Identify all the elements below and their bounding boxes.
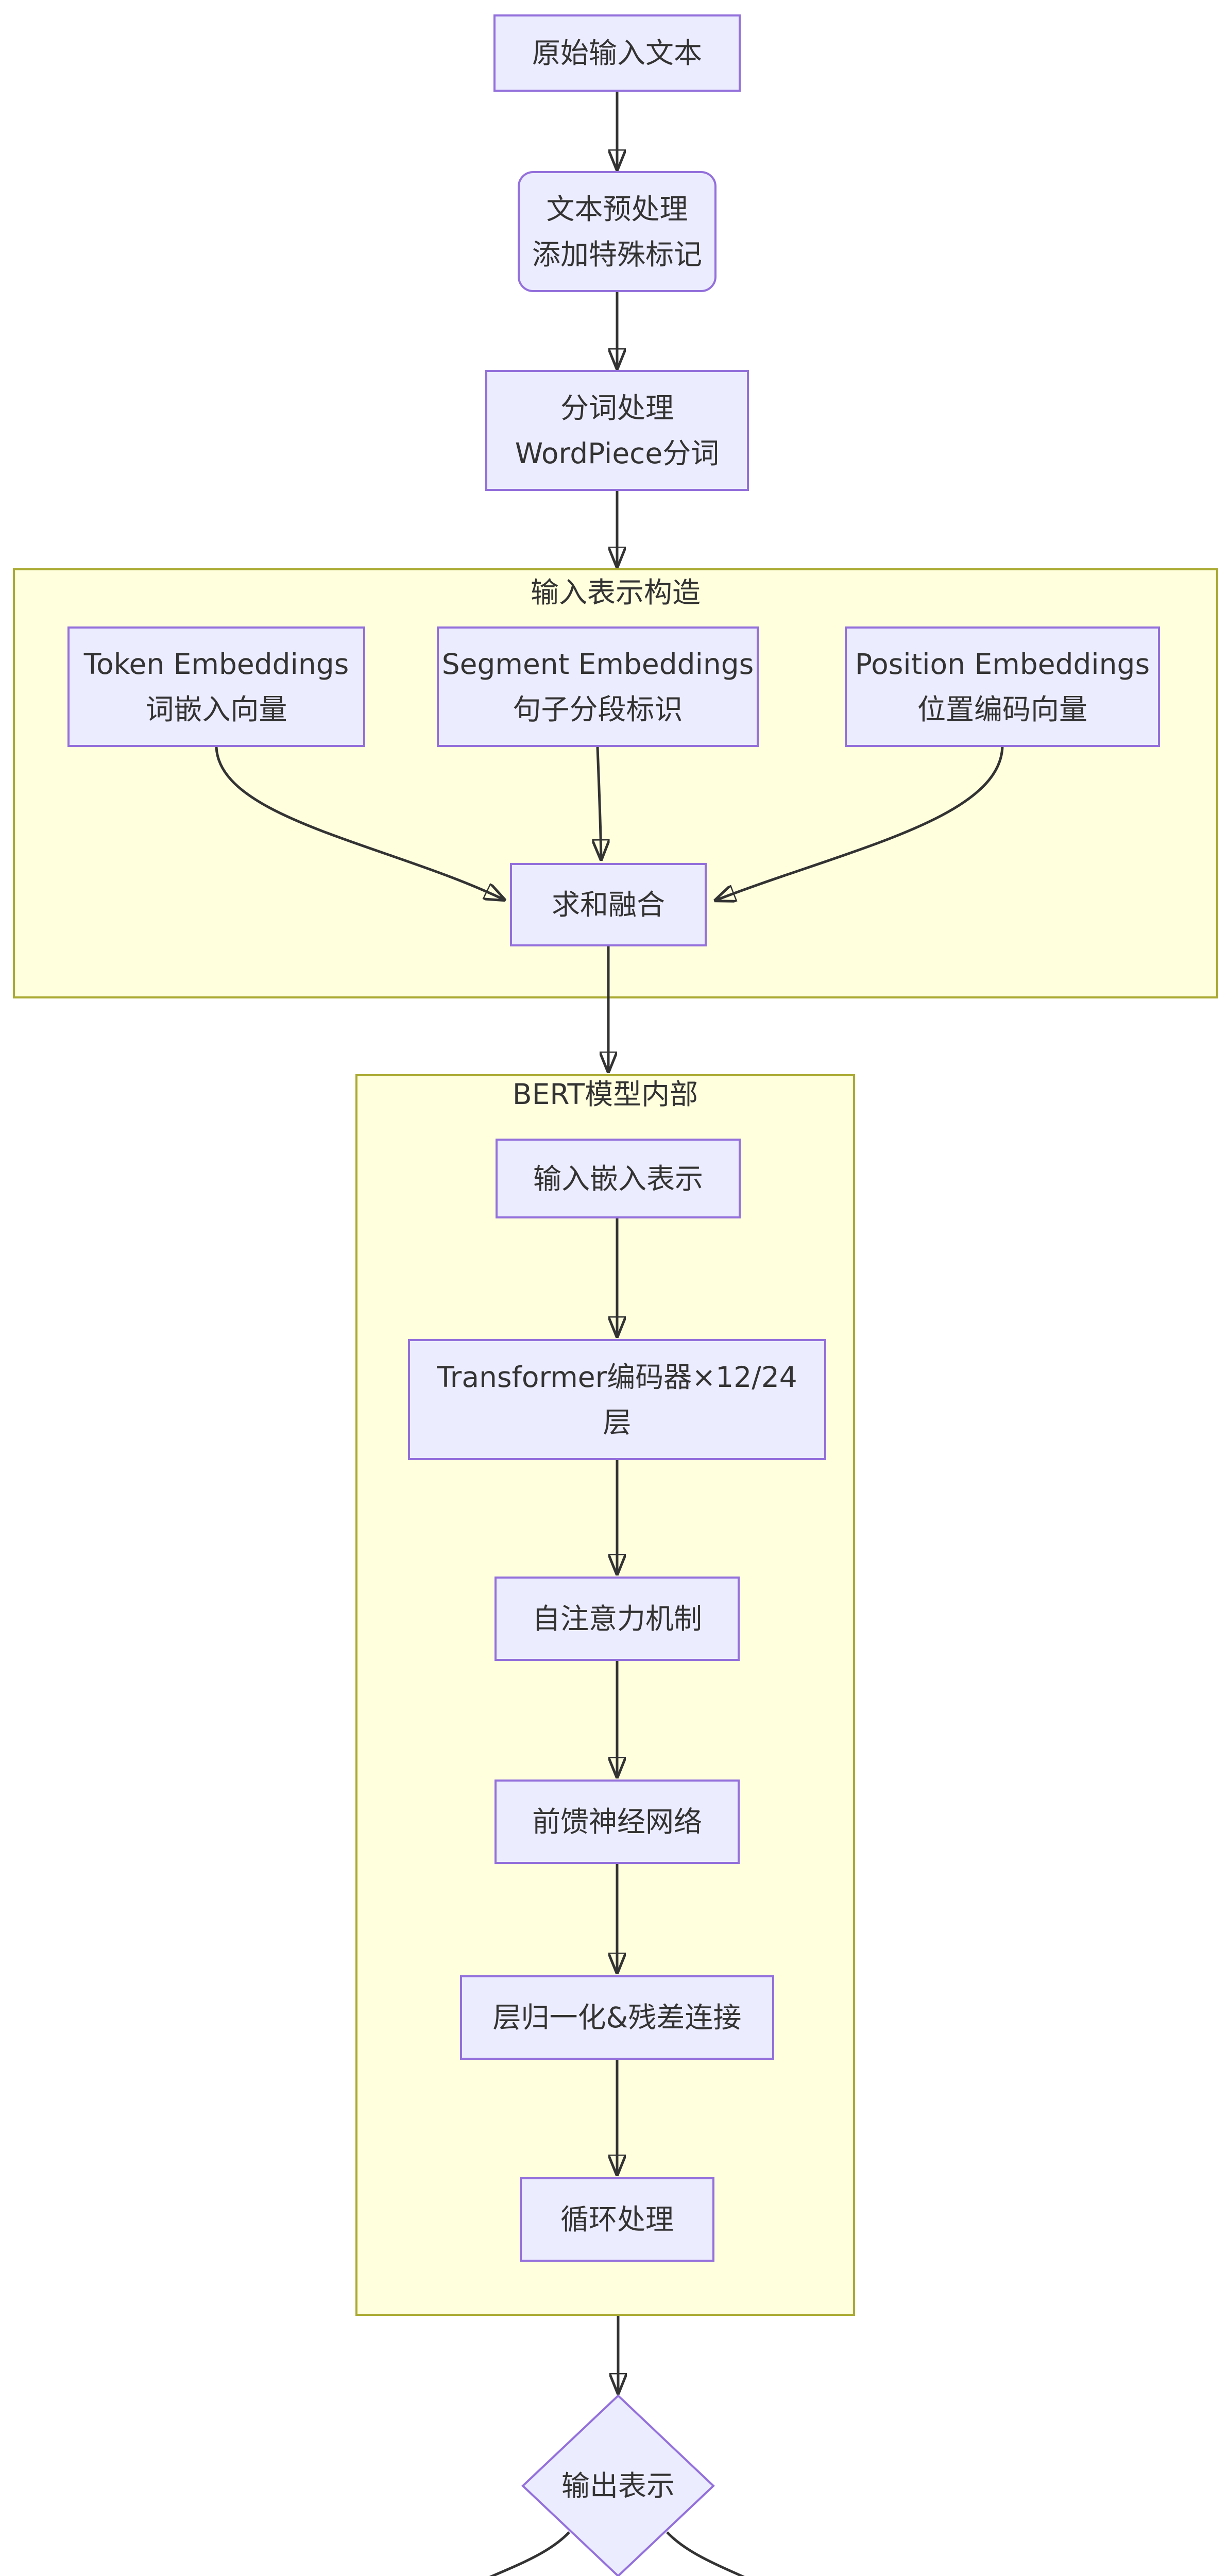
node-preprocess-label-1: 文本预处理	[546, 192, 688, 226]
node-raw-input: 原始输入文本	[493, 14, 741, 92]
edge-segmentemb-sum	[598, 747, 601, 860]
edge-outputrepr-tokenoutput	[666, 2531, 745, 2576]
node-segment-embeddings-label-2: 句子分段标识	[513, 693, 683, 726]
node-loop-processing: 循环处理	[520, 2177, 714, 2262]
node-token-embeddings: Token Embeddings 词嵌入向量	[67, 626, 365, 747]
node-output-representation: 输出表示	[523, 2396, 713, 2576]
node-sum-fusion: 求和融合	[510, 863, 707, 946]
node-self-attention-label: 自注意力机制	[532, 1602, 702, 1635]
node-segment-embeddings-label-1: Segment Embeddings	[441, 648, 754, 681]
node-sum-fusion-label: 求和融合	[551, 888, 665, 921]
node-self-attention: 自注意力机制	[494, 1577, 740, 1661]
node-tokenize-label-1: 分词处理	[560, 391, 674, 425]
edge-positionemb-sum	[715, 747, 1004, 901]
node-transformer-encoder-label-2: 层	[603, 1405, 632, 1439]
node-position-embeddings: Position Embeddings 位置编码向量	[845, 626, 1160, 747]
node-feed-forward: 前馈神经网络	[494, 1780, 740, 1864]
node-loop-processing-label: 循环处理	[560, 2203, 674, 2236]
node-input-embedding-label: 输入嵌入表示	[533, 1162, 703, 1195]
node-preprocess-label-2: 添加特殊标记	[532, 238, 702, 271]
node-position-embeddings-label-1: Position Embeddings	[855, 648, 1150, 681]
node-tokenize-label-2: WordPiece分词	[515, 436, 720, 470]
node-transformer-encoder: Transformer编码器×12/24 层	[408, 1339, 826, 1460]
subgraph-bert-internal-title: BERT模型内部	[512, 1078, 698, 1111]
node-token-embeddings-label-1: Token Embeddings	[83, 648, 349, 681]
node-segment-embeddings: Segment Embeddings 句子分段标识	[437, 626, 759, 747]
node-layer-norm-residual-label: 层归一化&残差连接	[492, 2001, 742, 2034]
node-preprocess: 文本预处理 添加特殊标记	[518, 171, 717, 292]
output-representation-diamond	[521, 2394, 715, 2576]
node-raw-input-label: 原始输入文本	[532, 37, 702, 70]
node-feed-forward-label: 前馈神经网络	[532, 1805, 702, 1838]
node-position-embeddings-label-2: 位置编码向量	[917, 693, 1087, 726]
edge-tokenemb-sum	[215, 747, 505, 900]
node-input-embedding: 输入嵌入表示	[496, 1139, 741, 1218]
edge-outputrepr-clsoutput	[489, 2531, 570, 2576]
node-tokenize: 分词处理 WordPiece分词	[485, 370, 749, 491]
node-output-representation-label: 输出表示	[561, 2469, 675, 2502]
node-layer-norm-residual: 层归一化&残差连接	[460, 1975, 774, 2060]
node-token-embeddings-label-2: 词嵌入向量	[145, 693, 287, 726]
node-transformer-encoder-label-1: Transformer编码器×12/24	[437, 1360, 797, 1394]
subgraph-bert-internal	[355, 1074, 855, 2316]
subgraph-input-representation-title: 输入表示构造	[530, 576, 701, 609]
